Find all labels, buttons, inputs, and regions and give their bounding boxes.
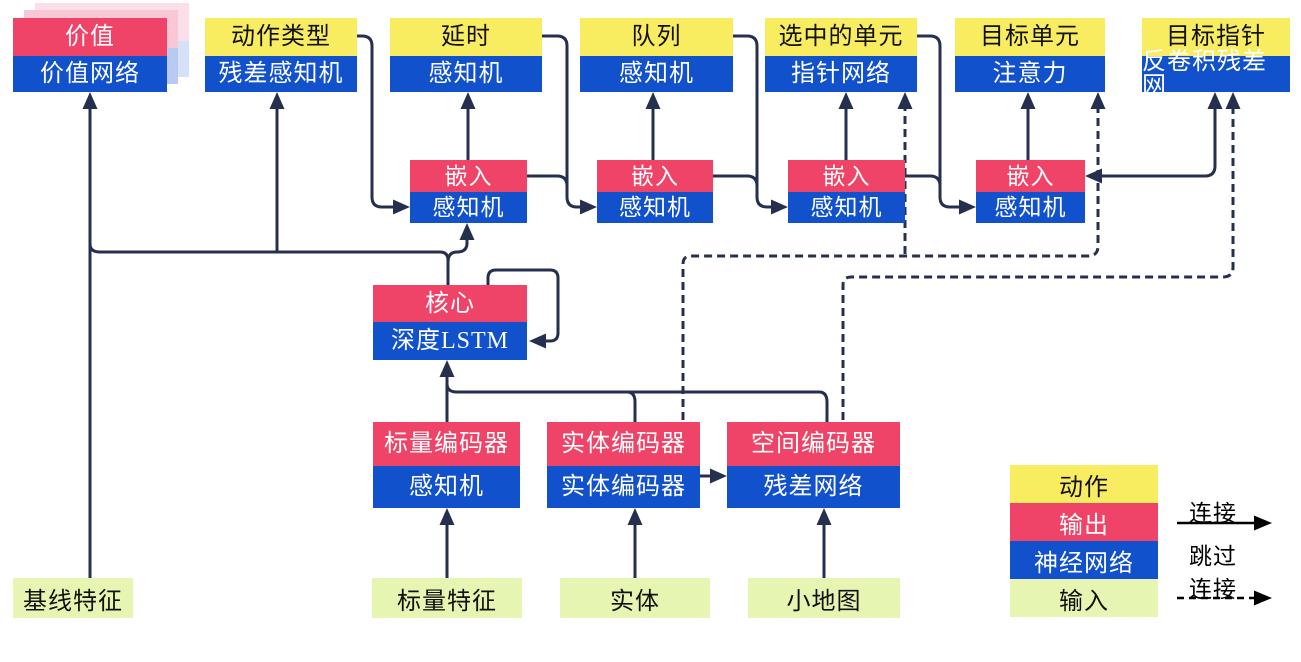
node-value-body: 价值网络 [13, 56, 167, 92]
edge-action-type-to-embed1 [357, 34, 393, 209]
edge-embed3-to-embed4 [905, 174, 942, 190]
node-embed-2-body: 感知机 [597, 192, 713, 223]
node-entity-encoder: 实体编码器实体编码器 [547, 422, 700, 508]
node-value: 价值价值网络 [13, 3, 189, 92]
legend-skip-label-line2: 连接 [1189, 577, 1237, 602]
node-entity-encoder-header: 实体编码器 [547, 422, 700, 466]
skip-spatial-to-target-point [841, 109, 1235, 420]
node-value-header: 价值 [13, 18, 167, 56]
node-spatial-encoder-header: 空间编码器 [727, 422, 900, 466]
node-embed-1: 嵌入感知机 [410, 160, 527, 223]
node-queued: 队列感知机 [580, 18, 733, 92]
legend-connect-label: 连接 [1189, 501, 1237, 526]
node-embed-1-body: 感知机 [410, 192, 527, 223]
node-embed-3: 嵌入感知机 [788, 160, 905, 223]
edge-encoder-merge-horizontal [445, 383, 819, 394]
input-baseline-features: 基线特征 [13, 578, 133, 618]
node-embed-2-header: 嵌入 [597, 160, 713, 192]
node-scalar-encoder: 标量编码器感知机 [373, 422, 520, 508]
node-target-unit-body: 注意力 [955, 56, 1105, 92]
legend-skip-label-line1: 跳过 [1189, 544, 1237, 569]
edge-delay-to-embed2 [542, 34, 580, 209]
node-selected-units-body: 指针网络 [765, 56, 917, 92]
node-target-point-header: 目标指针 [1142, 18, 1290, 56]
legend-item-input: 输入 [1010, 579, 1158, 617]
edge-core-output-left [88, 243, 450, 285]
edge-core-self-loop [486, 268, 560, 343]
node-core-header: 核心 [373, 285, 527, 322]
node-embed-3-body: 感知机 [788, 192, 905, 223]
dashed-skip-edges [681, 109, 1235, 420]
node-action-type-header: 动作类型 [205, 18, 357, 56]
node-target-unit: 目标单元注意力 [955, 18, 1105, 92]
node-embed-4-body: 感知机 [976, 192, 1085, 223]
legend-arrows [1177, 515, 1272, 606]
legend-item-neural-network: 神经网络 [1010, 541, 1158, 579]
edge-embed2-to-embed3 [713, 174, 759, 190]
input-scalar-features: 标量特征 [372, 578, 522, 618]
node-target-unit-header: 目标单元 [955, 18, 1105, 56]
node-embed-2: 嵌入感知机 [597, 160, 713, 223]
node-queued-body: 感知机 [580, 56, 733, 92]
node-delay-body: 感知机 [390, 56, 542, 92]
edge-embed4-to-target-point [1102, 109, 1217, 178]
legend-skip-arrowhead [1254, 590, 1272, 606]
legend-item-action: 动作 [1010, 465, 1158, 503]
edge-embed1-to-embed2 [527, 174, 569, 190]
edge-spatial-encoder-drop [818, 390, 829, 422]
node-embed-4: 嵌入感知机 [976, 160, 1085, 223]
edge-selected-to-embed4 [917, 34, 959, 209]
node-selected-units: 选中的单元指针网络 [765, 18, 917, 92]
node-target-point: 目标指针反卷积残差网 [1142, 18, 1290, 98]
node-core: 核心深度LSTM [373, 285, 527, 360]
node-scalar-encoder-header: 标量编码器 [373, 422, 520, 466]
legend-item-output: 输出 [1010, 503, 1158, 541]
edge-core-output-right [446, 240, 469, 263]
edge-entity-encoder-drop [626, 390, 637, 422]
node-action-type-body: 残差感知机 [205, 56, 357, 92]
node-scalar-encoder-body: 感知机 [373, 466, 520, 508]
node-spatial-encoder-body: 残差网络 [727, 466, 900, 508]
node-selected-units-header: 选中的单元 [765, 18, 917, 56]
node-embed-3-header: 嵌入 [788, 160, 905, 192]
node-queued-header: 队列 [580, 18, 733, 56]
legend-connect-arrowhead [1254, 515, 1272, 531]
edge-queued-to-embed3 [733, 34, 771, 209]
solid-edges [88, 34, 1217, 578]
node-embed-1-header: 嵌入 [410, 160, 527, 192]
skip-entity-to-target-unit [681, 109, 1100, 420]
node-embed-4-header: 嵌入 [976, 160, 1085, 192]
input-minimap: 小地图 [748, 578, 900, 618]
input-entities: 实体 [560, 578, 710, 618]
node-action-type: 动作类型残差感知机 [205, 18, 357, 92]
node-entity-encoder-body: 实体编码器 [547, 466, 700, 508]
arrowheads [82, 92, 1241, 525]
node-delay: 延时感知机 [390, 18, 542, 92]
node-core-body: 深度LSTM [373, 322, 527, 360]
node-spatial-encoder: 空间编码器残差网络 [727, 422, 900, 508]
node-delay-header: 延时 [390, 18, 542, 56]
node-target-point-body: 反卷积残差网 [1142, 50, 1290, 98]
